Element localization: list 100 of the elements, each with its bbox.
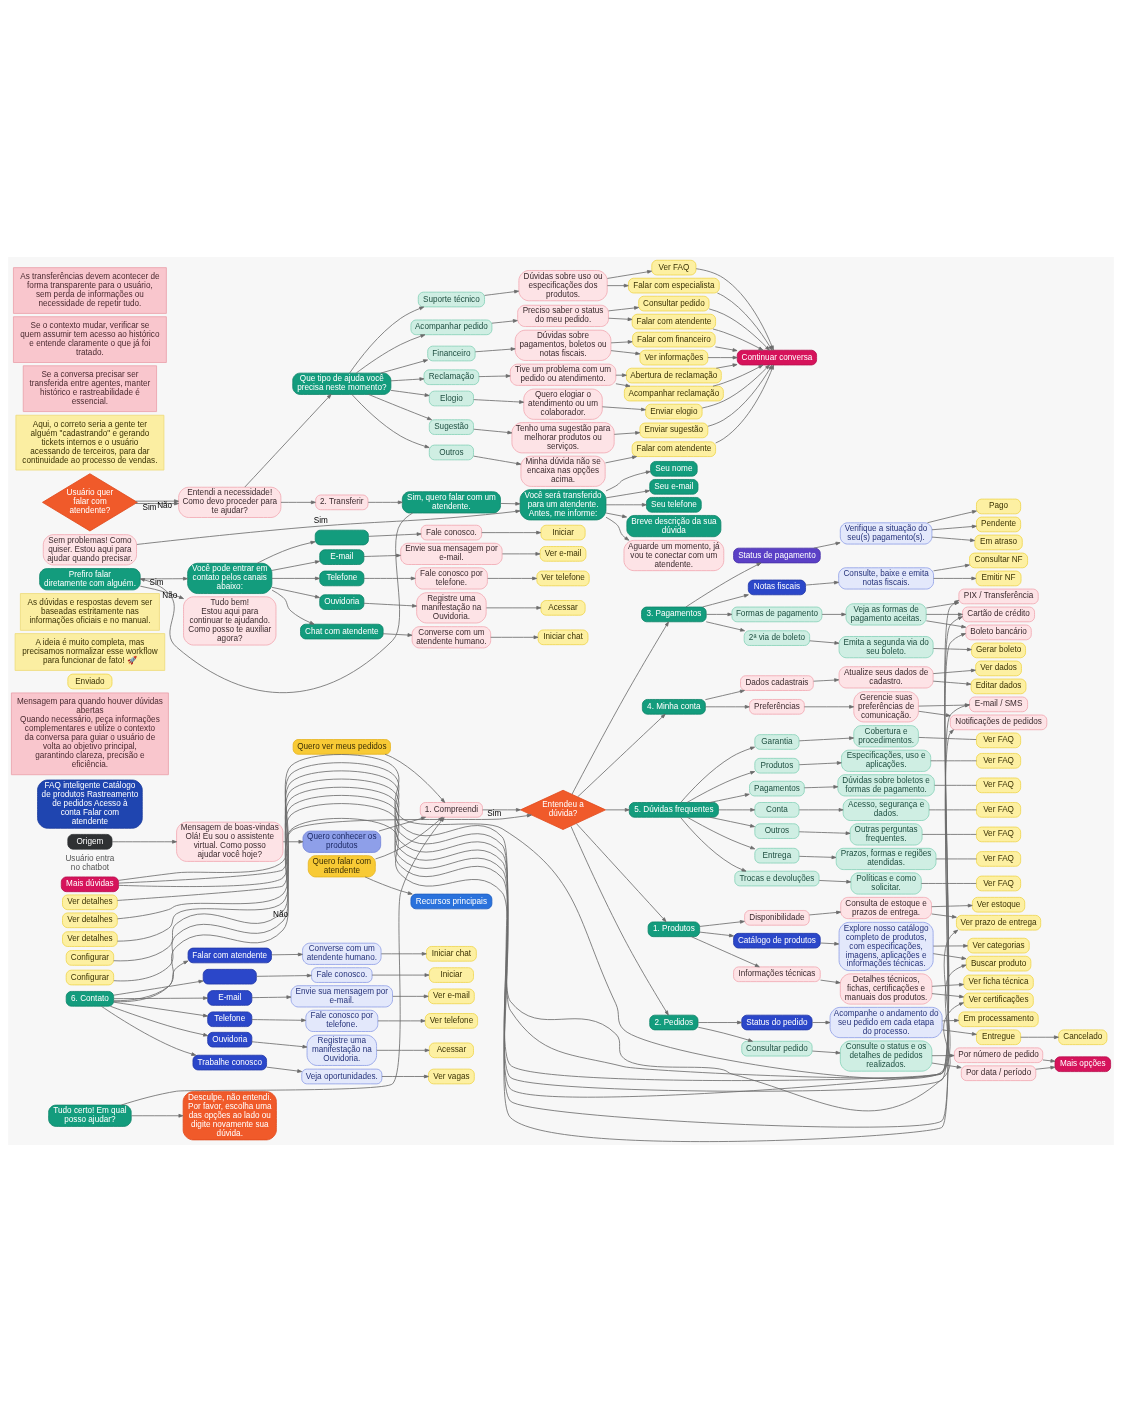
arrow	[601, 406, 646, 412]
arrow	[705, 705, 750, 709]
node-box: Ver FAQ	[976, 802, 1022, 818]
node-box: Cancelado	[1058, 1029, 1108, 1045]
node-box: Minha dúvida não se encaixa nas opções acima.	[520, 455, 606, 487]
node-box: Formas de pagamento	[731, 606, 823, 623]
node-box: Outras perguntas frequentes.	[849, 823, 923, 846]
arrow	[715, 363, 738, 369]
arrow	[925, 620, 967, 629]
node-box: Entendi a necessidade! Como devo proceder para te ajudar?	[178, 486, 282, 518]
arrow	[718, 808, 756, 812]
arrow	[109, 1005, 209, 1037]
node-box: Verifique a situação do seu(s) pagamento(s).	[839, 522, 933, 545]
edge-label: Sim	[313, 516, 328, 526]
node-box: Abertura de reclamação	[626, 367, 722, 384]
arrow	[818, 879, 852, 884]
node-box: Conta	[754, 802, 800, 818]
node-box: Editar dados	[970, 678, 1027, 695]
arrow	[256, 540, 316, 564]
arrow	[931, 1062, 962, 1069]
arrow	[378, 816, 426, 832]
node-box: Enviado	[67, 673, 113, 690]
arrow	[798, 831, 851, 836]
node-diamond: Usuário quer falar com atendente?	[42, 473, 138, 532]
node-box: Você será transferido para um atendente. Antes, me informe:	[519, 489, 607, 521]
arrow	[500, 501, 521, 506]
arrow	[251, 1041, 308, 1049]
node-box: Quero conhecer os produtos	[302, 830, 382, 853]
node-box: Quero falar com atendente	[307, 855, 376, 878]
arrow	[490, 635, 539, 640]
node-box: Emitir NF	[975, 570, 1022, 587]
node-box: Iniciar	[540, 524, 586, 541]
node-box: Pago	[976, 498, 1022, 515]
node-box: Ver dados	[975, 660, 1022, 677]
arrow	[606, 283, 629, 288]
node-box: Consultar NF	[969, 552, 1028, 569]
node-box: Produtos	[754, 757, 800, 774]
node-box: 6. Contato	[65, 991, 115, 1007]
connector	[921, 834, 977, 835]
node-box: Consulta de estoque e prazos de entrega.	[840, 896, 932, 920]
arrow	[256, 973, 312, 978]
arrow	[615, 373, 627, 378]
arrow	[805, 580, 839, 586]
node-box: Especificações, uso e aplicações.	[841, 749, 932, 772]
arrow	[608, 306, 639, 312]
node-box: 4. Minha conta	[641, 699, 706, 715]
node-box: Envie sua mensagem por e-mail.	[290, 985, 393, 1008]
edge-label: Sim	[142, 503, 157, 513]
node-box: E-mail / SMS	[969, 696, 1028, 713]
node-box: Dados cadastrais	[740, 675, 814, 691]
node-box: Aqui, o correto seria a gente ter alguém "cadastrando" e gerando tickets internos e o usuário acessando de terceiros, para dar continuidade ao processo de vendas.	[15, 414, 165, 471]
node-box: Ver FAQ	[976, 851, 1022, 867]
node-box: Por data / período	[960, 1065, 1037, 1081]
arrow	[610, 350, 641, 356]
node-box: Ver e-mail	[428, 988, 475, 1005]
node-box: Ver telefone	[536, 570, 590, 587]
node-box: Boleto bancário	[965, 624, 1032, 641]
arrow	[613, 431, 641, 435]
node-box: Outros	[754, 823, 800, 839]
arrow	[486, 606, 542, 610]
node-box: Iniciar chat	[537, 629, 589, 646]
arrow	[473, 455, 522, 466]
node-box: Catálogo de produtos	[733, 932, 821, 949]
arrow	[932, 953, 967, 960]
node-box: Consultar pedido	[638, 295, 710, 312]
node-box: Telefone	[207, 1011, 253, 1027]
node-box: Falar com atendente	[631, 441, 716, 457]
node-box: Dúvidas sobre uso ou especificações dos produtos.	[518, 270, 608, 302]
node-box: Que tipo de ajuda você precisa neste momento?	[292, 372, 392, 395]
arrow	[244, 394, 332, 488]
node-box: Ver FAQ	[976, 753, 1022, 769]
arrow	[368, 532, 422, 537]
node-box: Fale conosco por telefone.	[415, 567, 488, 590]
node-box: Prazos, formas e regiões atendidas.	[835, 847, 937, 870]
node-box: Elogio	[428, 390, 474, 407]
arrow	[251, 995, 292, 999]
node-box: Falar com financeiro	[632, 331, 716, 348]
node-box: Seu telefone	[646, 497, 702, 513]
node-box: Fale conosco.	[311, 967, 373, 983]
arrow	[575, 823, 667, 923]
node-box: Ver estoque	[971, 896, 1026, 913]
node-box: Breve descrição da sua dúvida	[626, 515, 722, 538]
connector	[920, 883, 977, 884]
arrow	[803, 705, 855, 709]
node-box: Enviar elogio	[645, 403, 703, 420]
arrow	[139, 585, 184, 599]
arrow	[100, 1005, 197, 1056]
arrow	[813, 678, 840, 682]
arrow	[502, 552, 541, 556]
node-box: Tudo certo! Em qual posso ajudar?	[48, 1104, 132, 1127]
connector	[934, 784, 977, 786]
node-box: Outros	[428, 444, 474, 461]
arrow	[798, 761, 842, 766]
arrow	[931, 536, 975, 543]
arrow	[363, 553, 401, 558]
node-box: Ver categorias	[967, 937, 1030, 954]
arrow	[697, 1020, 742, 1025]
arrow	[709, 793, 750, 803]
arrow	[918, 710, 951, 717]
arrow	[820, 979, 841, 985]
